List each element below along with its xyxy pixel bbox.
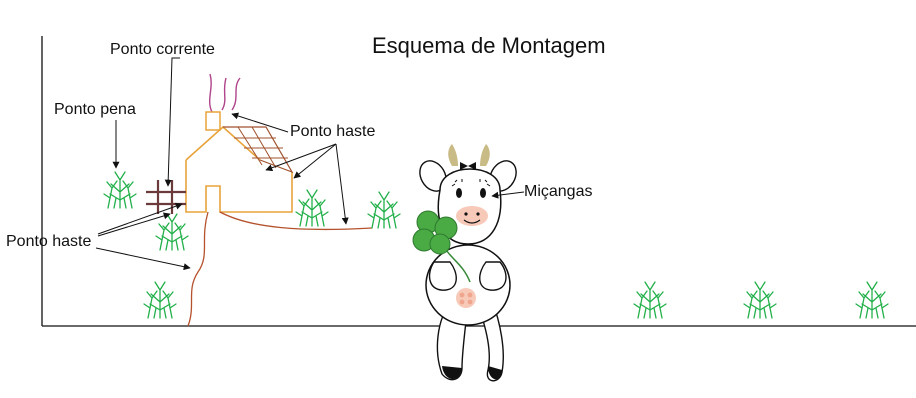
clover-icon	[412, 210, 471, 283]
diagram-title: Esquema de Montagem	[372, 33, 606, 58]
plant-icon	[155, 213, 189, 251]
label-micangas: Miçangas	[524, 183, 592, 200]
plant-icon	[143, 281, 177, 319]
plant-icon	[855, 281, 889, 319]
label-ponto-haste-top: Ponto haste	[290, 123, 376, 140]
smoke-icon	[209, 73, 241, 113]
stem-lines	[187, 211, 373, 327]
plant-icon	[743, 281, 777, 319]
label-ponto-pena: Ponto pena	[54, 101, 136, 118]
plant-icon	[295, 189, 329, 227]
house-icon	[185, 111, 294, 213]
plant-icon	[103, 171, 137, 209]
cow-icon	[419, 144, 517, 382]
fence-icon	[146, 180, 186, 214]
label-ponto-haste-left: Ponto haste	[6, 233, 92, 250]
plant-icon	[367, 191, 401, 229]
pointer-arrows	[95, 57, 525, 271]
plant-icon	[633, 281, 667, 319]
label-ponto-corrente: Ponto corrente	[110, 41, 215, 58]
